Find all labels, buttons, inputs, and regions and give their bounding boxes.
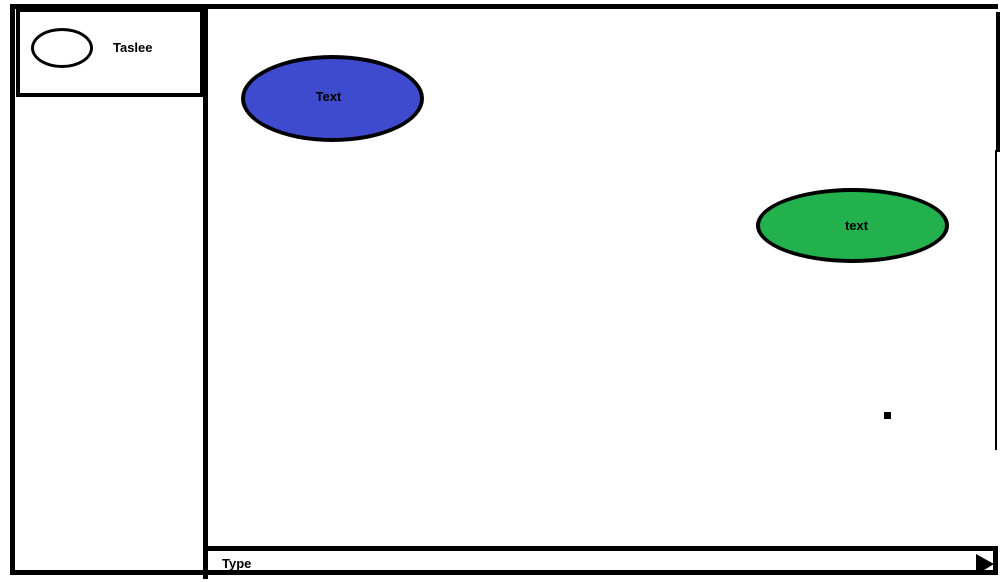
message-bubble-received: text <box>756 188 949 263</box>
profile-card[interactable] <box>16 8 204 97</box>
send-button[interactable] <box>972 551 998 577</box>
message-input[interactable] <box>215 551 970 575</box>
scrollbar-rail[interactable] <box>995 150 997 450</box>
profile-name: Taslee <box>113 40 153 55</box>
dot-marker <box>884 412 891 419</box>
message-text: text <box>844 217 869 233</box>
avatar[interactable] <box>31 28 93 68</box>
scrollbar-thumb[interactable] <box>996 12 1000 152</box>
sidebar <box>10 4 208 579</box>
message-text: Text <box>315 88 342 104</box>
message-bubble-sent: Text <box>241 55 424 142</box>
composer-bar <box>208 546 998 579</box>
send-triangle-icon <box>976 554 994 575</box>
